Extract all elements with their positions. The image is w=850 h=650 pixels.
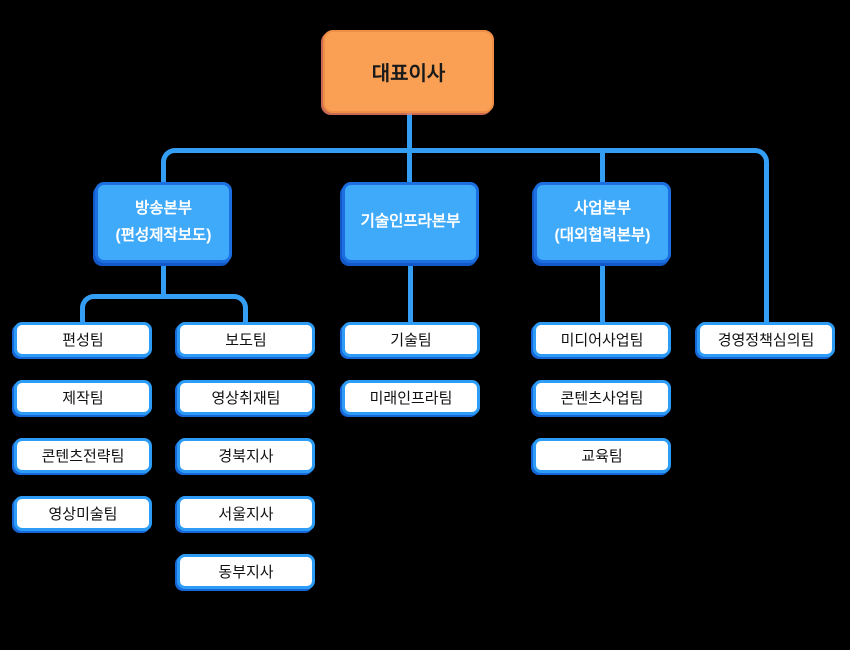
node-team-video-art[interactable]: 영상미술팀 (14, 496, 152, 531)
node-team-policy-review[interactable]: 경영정책심의팀 (697, 322, 835, 357)
division-label-line2: (편성제작보도) (115, 226, 212, 244)
division-label-line2: (대외협력본부) (554, 226, 651, 244)
connector-broadcast-sub-bus (80, 294, 248, 322)
division-label-line1: 사업본부 (573, 200, 632, 218)
node-division-tech[interactable]: 기술인프라본부 (342, 182, 479, 263)
team-label: 미래인프라팀 (369, 390, 453, 407)
team-label: 동부지사 (218, 564, 274, 581)
team-label: 영상미술팀 (48, 506, 118, 523)
division-label-line1: 방송본부 (134, 200, 193, 218)
connector-drop-business (600, 148, 605, 182)
node-team-content-strategy[interactable]: 콘텐츠전략팀 (14, 438, 152, 473)
team-label: 제작팀 (62, 390, 104, 407)
connector-tech-vertical (408, 261, 413, 322)
connector-broadcast-vertical (161, 261, 166, 297)
node-division-business[interactable]: 사업본부 (대외협력본부) (534, 182, 671, 263)
team-label: 보도팀 (225, 332, 267, 349)
node-team-education[interactable]: 교육팀 (533, 438, 671, 473)
node-team-content-business[interactable]: 콘텐츠사업팀 (533, 380, 671, 415)
team-label: 경북지사 (218, 448, 274, 465)
division-label-line1: 기술인프라본부 (360, 213, 461, 231)
team-label: 편성팀 (62, 332, 104, 349)
team-label: 교육팀 (581, 448, 623, 465)
team-label: 콘텐츠전략팀 (41, 448, 125, 465)
team-label: 영상취재팀 (211, 390, 281, 407)
connector-ceo-vertical (407, 113, 412, 182)
node-team-gyeongbuk-branch[interactable]: 경북지사 (177, 438, 315, 473)
node-team-tech[interactable]: 기술팀 (342, 322, 480, 357)
team-label: 미디어사업팀 (560, 332, 644, 349)
node-team-media-business[interactable]: 미디어사업팀 (533, 322, 671, 357)
node-team-bodo[interactable]: 보도팀 (177, 322, 315, 357)
team-label: 서울지사 (218, 506, 274, 523)
node-team-seoul-branch[interactable]: 서울지사 (177, 496, 315, 531)
node-team-future-infra[interactable]: 미래인프라팀 (342, 380, 480, 415)
node-team-pyeonseong[interactable]: 편성팀 (14, 322, 152, 357)
connector-main-bus (161, 148, 769, 182)
node-ceo[interactable]: 대표이사 (323, 30, 494, 113)
connector-drop-standalone (764, 178, 769, 322)
node-division-broadcast[interactable]: 방송본부 (편성제작보도) (95, 182, 232, 263)
team-label: 기술팀 (390, 332, 432, 349)
node-ceo-label: 대표이사 (371, 63, 446, 85)
node-team-dongbu-branch[interactable]: 동부지사 (177, 554, 315, 589)
node-team-video-coverage[interactable]: 영상취재팀 (177, 380, 315, 415)
node-team-jejak[interactable]: 제작팀 (14, 380, 152, 415)
connector-business-vertical (600, 261, 605, 322)
team-label: 경영정책심의팀 (717, 332, 815, 349)
team-label: 콘텐츠사업팀 (560, 390, 644, 407)
